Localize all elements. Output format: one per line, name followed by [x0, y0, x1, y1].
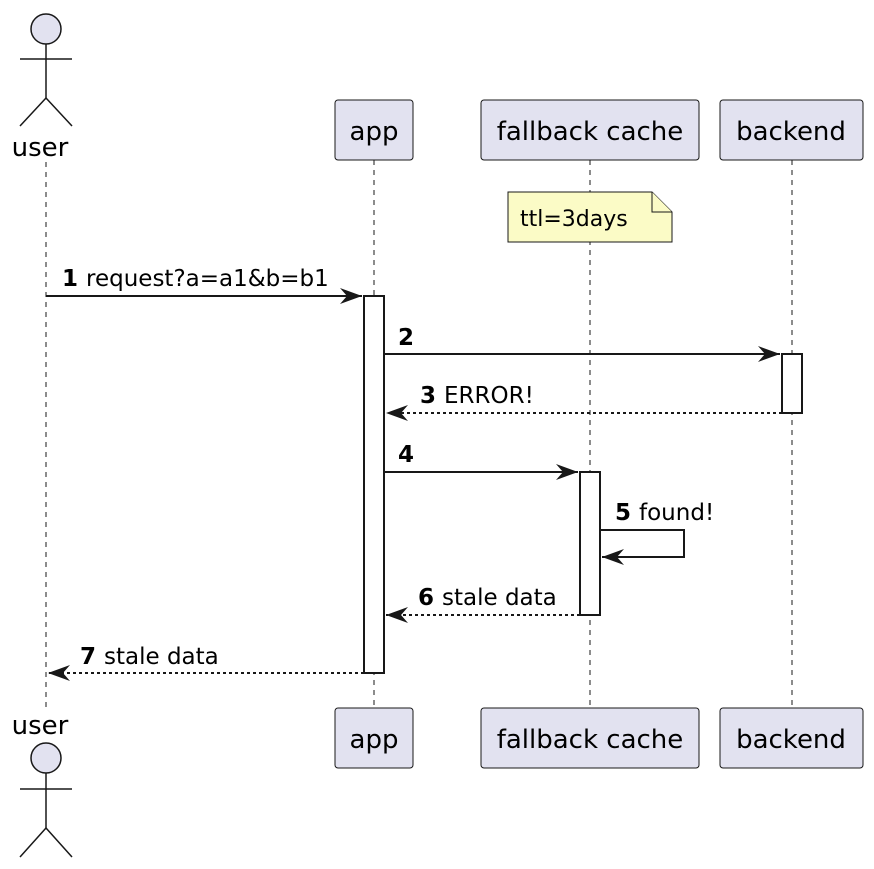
- app-activation: [363, 295, 385, 674]
- backend-box-bottom: backend: [719, 707, 864, 769]
- app-box-bottom: app: [334, 707, 414, 769]
- backend-label-top: backend: [736, 117, 846, 147]
- user-label-bottom: user: [12, 711, 69, 741]
- user-actor-top-icon: [19, 13, 73, 127]
- cache-activation: [579, 471, 601, 616]
- app-label-bottom: app: [350, 725, 399, 755]
- message-5-arrow: [600, 529, 685, 565]
- app-box-top: app: [334, 99, 414, 161]
- app-label-top: app: [350, 117, 399, 147]
- message-2-label: 2: [398, 325, 414, 351]
- cache-label-bottom: fallback cache: [497, 725, 684, 755]
- message-4-label: 4: [398, 442, 414, 468]
- cache-label-top: fallback cache: [497, 117, 684, 147]
- cache-box-top: fallback cache: [480, 99, 700, 161]
- cache-box-bottom: fallback cache: [480, 707, 700, 769]
- backend-label-bottom: backend: [736, 725, 846, 755]
- user-actor-bottom-icon: [19, 742, 73, 858]
- note: ttl=3days: [507, 191, 673, 243]
- user-label-top: user: [12, 133, 69, 163]
- backend-activation: [781, 353, 803, 414]
- backend-box-top: backend: [719, 99, 864, 161]
- note-text: ttl=3days: [520, 207, 628, 232]
